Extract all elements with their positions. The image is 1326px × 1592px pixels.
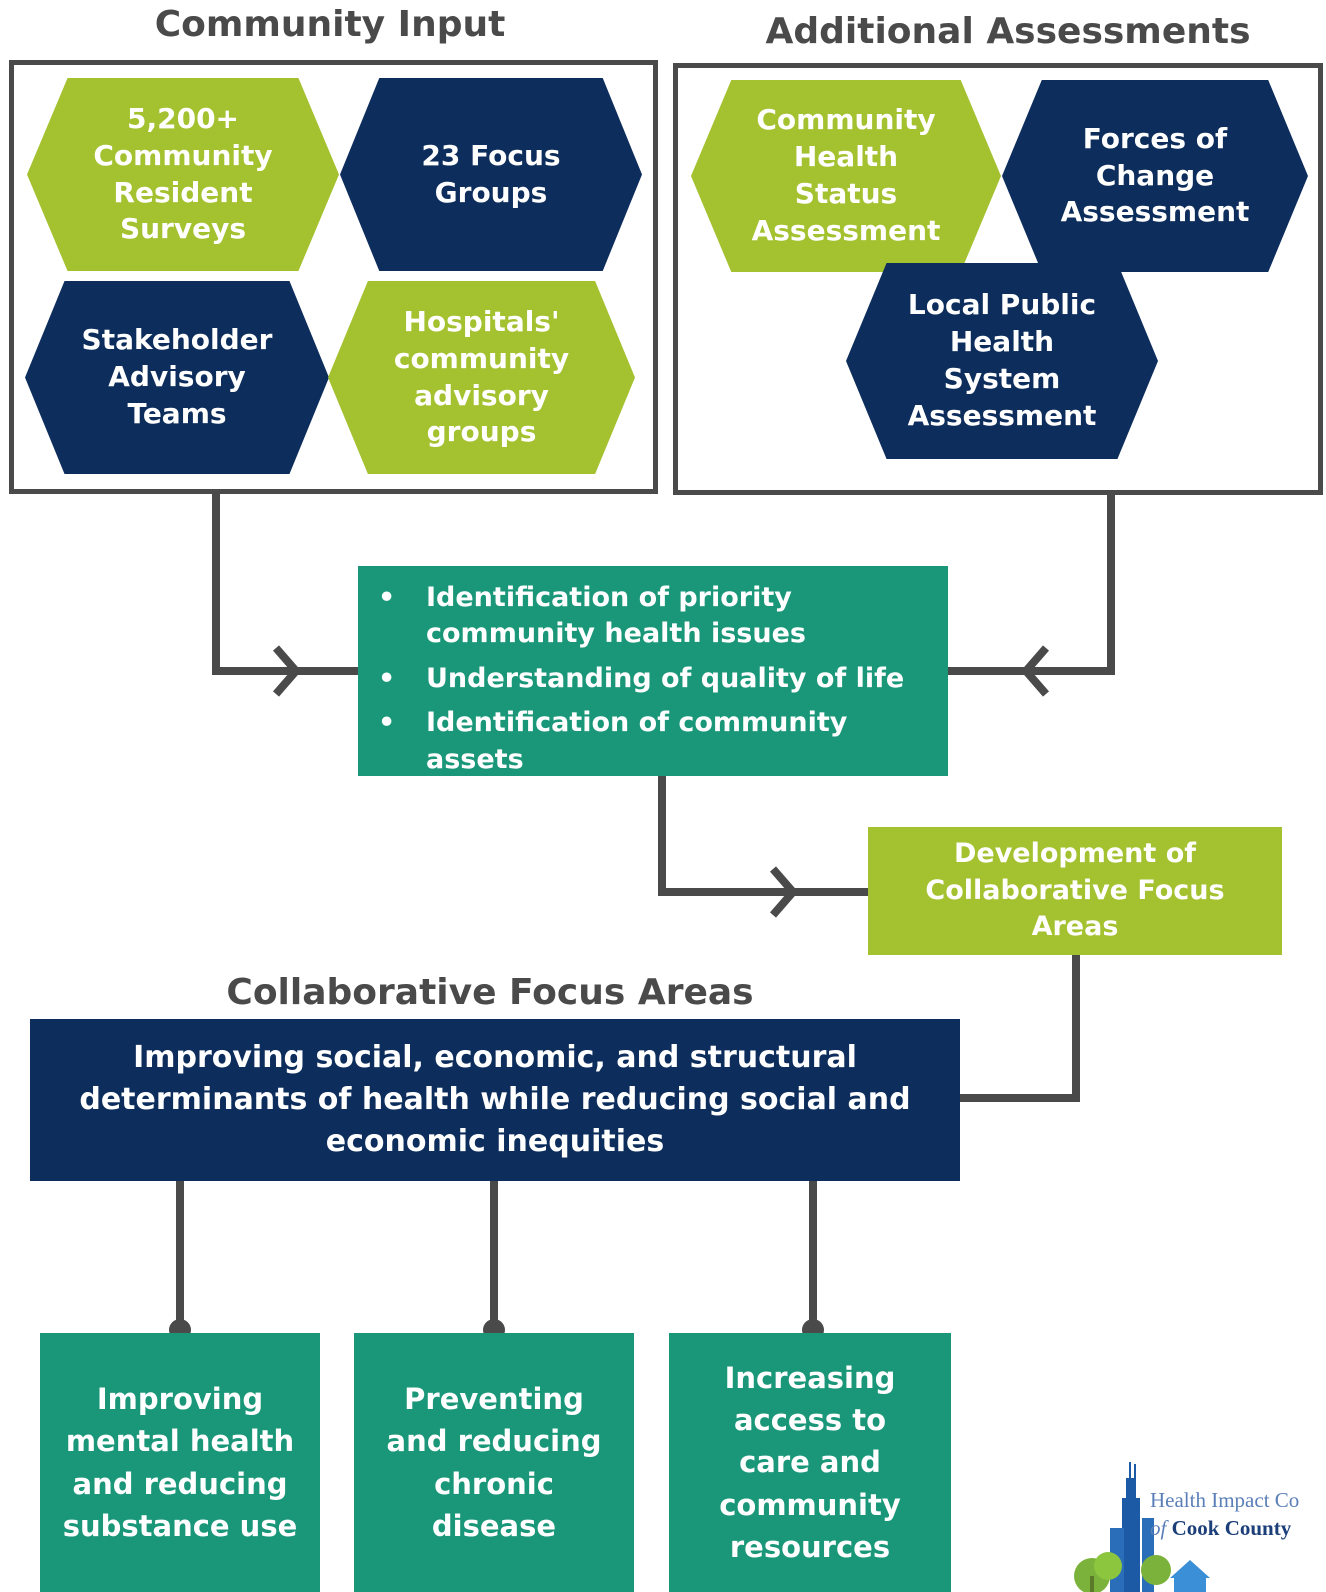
connector-development-to-focus: [960, 955, 1080, 1102]
additional-assessments-title: Additional Assessments: [765, 11, 1251, 52]
hex-stakeholder-teams: Stakeholder Advisory Teams: [25, 281, 329, 474]
hex-health-status: Community Health Status Assessment: [691, 80, 1001, 272]
development-box: Development of Collaborative Focus Areas: [868, 827, 1282, 955]
arrow-right-1: [272, 645, 302, 697]
findings-item: • Identification of community assets: [376, 705, 930, 778]
findings-item-text: Identification of priority community hea…: [426, 582, 806, 650]
logo: Health Impact Co of Cook County: [1070, 1458, 1326, 1592]
hex-focus-groups-label: 23 Focus Groups: [421, 138, 561, 209]
community-input-title: Community Input: [154, 4, 506, 45]
logo-line-2: of Cook County: [1150, 1516, 1291, 1541]
community-input-frame: [9, 60, 658, 494]
focus-area-mental-health-label: Improving mental health and reducing sub…: [62, 1382, 298, 1543]
connector-community-to-findings: [212, 490, 360, 675]
hex-public-health-system: Local Public Health System Assessment: [846, 263, 1158, 459]
findings-item: • Identification of priority community h…: [376, 580, 930, 653]
connector-assessments-to-findings: [948, 490, 1115, 675]
focus-area-chronic-disease: Preventing and reducing chronic disease: [354, 1333, 634, 1592]
focus-areas-main-box: Improving social, economic, and structur…: [30, 1019, 960, 1181]
development-box-label: Development of Collaborative Focus Areas: [925, 838, 1225, 943]
findings-box: • Identification of priority community h…: [358, 566, 948, 776]
hex-hospital-groups-label: Hospitals' community advisory groups: [393, 304, 570, 449]
focus-area-access-to-care-label: Increasing access to care and community …: [719, 1361, 901, 1564]
hex-resident-surveys-label: 5,200+ Community Resident Surveys: [93, 101, 273, 246]
hex-forces-of-change: Forces of Change Assessment: [1002, 80, 1308, 272]
hex-resident-surveys: 5,200+ Community Resident Surveys: [27, 78, 339, 271]
focus-area-chronic-disease-label: Preventing and reducing chronic disease: [386, 1382, 602, 1543]
logo-line-2-prefix: of: [1150, 1516, 1167, 1540]
bullet-icon: •: [378, 707, 396, 739]
bullet-icon: •: [378, 662, 396, 694]
findings-item-text: Understanding of quality of life: [426, 662, 905, 694]
focus-area-access-to-care: Increasing access to care and community …: [669, 1333, 951, 1592]
bullet-icon: •: [378, 582, 396, 613]
logo-line-2-name: Cook County: [1171, 1516, 1292, 1540]
hex-stakeholder-teams-label: Stakeholder Advisory Teams: [81, 323, 273, 430]
logo-skyline-icon: [1074, 1462, 1210, 1592]
connector-findings-to-development: [658, 776, 868, 896]
findings-item-text: Identification of community assets: [426, 707, 848, 775]
hex-focus-groups: 23 Focus Groups: [340, 78, 642, 271]
hex-public-health-system-label: Local Public Health System Assessment: [907, 288, 1097, 432]
focus-areas-title: Collaborative Focus Areas: [226, 972, 754, 1013]
logo-line-1: Health Impact Co: [1150, 1488, 1300, 1512]
additional-assessments-frame: [673, 63, 1323, 495]
hex-hospital-groups: Hospitals' community advisory groups: [328, 281, 635, 474]
hex-forces-of-change-label: Forces of Change Assessment: [1060, 121, 1250, 229]
arrow-right-2: [769, 866, 799, 918]
arrow-left-1: [1020, 645, 1050, 697]
findings-item: • Understanding of quality of life: [376, 661, 930, 697]
hex-health-status-label: Community Health Status Assessment: [751, 103, 941, 247]
focus-area-mental-health: Improving mental health and reducing sub…: [40, 1333, 320, 1592]
focus-areas-main-label: Improving social, economic, and structur…: [79, 1040, 911, 1159]
